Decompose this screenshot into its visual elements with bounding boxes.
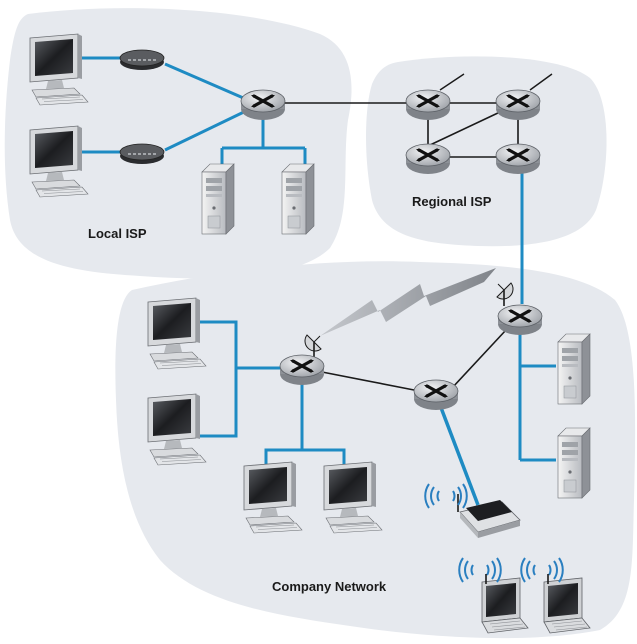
router-icon (494, 142, 542, 176)
network-links (68, 56, 556, 506)
server-tower-icon (201, 163, 235, 235)
regional-isp-region (366, 56, 607, 247)
router-icon (404, 142, 452, 176)
wireless-link-icon (320, 268, 496, 336)
company-network-label: Company Network (272, 579, 387, 594)
router-icon (494, 88, 542, 122)
router-icon (278, 353, 326, 387)
regional-isp-label: Regional ISP (412, 194, 492, 209)
server-tower-icon (281, 163, 315, 235)
router-icon (404, 88, 452, 122)
local-isp-label: Local ISP (88, 226, 147, 241)
server-tower-icon (557, 427, 591, 499)
router-icon (239, 88, 287, 122)
wireless-access-point-icon (424, 483, 521, 538)
modem-icon (119, 143, 165, 165)
router-icon (496, 303, 544, 337)
server-tower-icon (557, 333, 591, 405)
modem-icon (119, 49, 165, 71)
router-icon (412, 378, 460, 412)
company-network-region (115, 261, 636, 639)
